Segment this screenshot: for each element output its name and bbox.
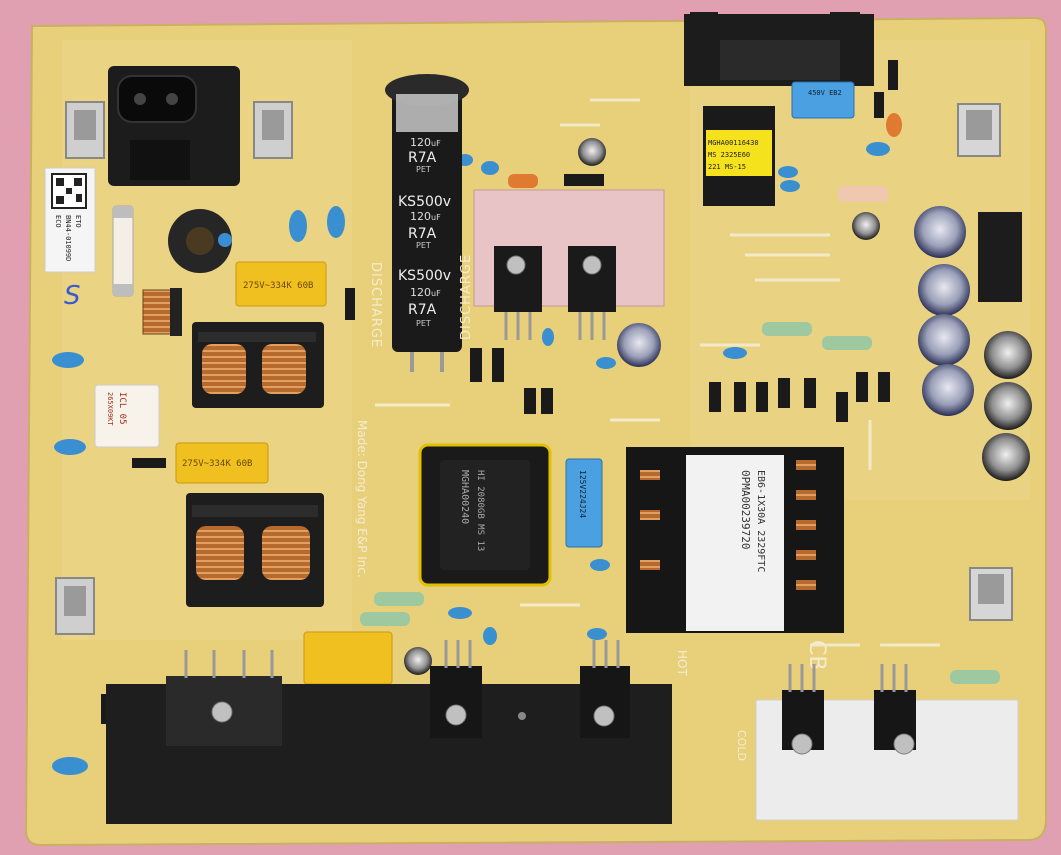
output-connector-right bbox=[978, 212, 1022, 302]
ceramic-capacitor-orange bbox=[508, 174, 538, 188]
ground-clip bbox=[957, 103, 1001, 157]
bulk-cap-capacitance-1: 120uF bbox=[410, 136, 441, 149]
ground-clip bbox=[253, 101, 293, 159]
bulk-cap-capacitance-3: 120uF bbox=[410, 286, 441, 299]
heatsink-primary bbox=[473, 189, 665, 340]
toroid-inductor bbox=[168, 209, 232, 273]
y-capacitor-yellow bbox=[303, 631, 393, 685]
ground-clip bbox=[55, 577, 95, 635]
ntc-thermistor bbox=[94, 384, 160, 448]
heatsink-secondary bbox=[755, 664, 1019, 821]
bulk-cap-code-1: R7A bbox=[408, 150, 437, 166]
x-capacitor bbox=[235, 261, 327, 307]
silkscreen-cold: COLD bbox=[735, 730, 748, 761]
handwritten-marker: S bbox=[64, 281, 81, 311]
qr-label-line1: BN44-01099D bbox=[64, 215, 72, 261]
film-capacitor-blue-marking: 450V EB2 bbox=[808, 89, 842, 97]
silkscreen-cb: CB bbox=[804, 640, 829, 670]
diodes bbox=[101, 60, 898, 724]
silkscreen-hot: HOT bbox=[675, 650, 689, 676]
x-capacitor-marking: 275V~334K 60B bbox=[243, 281, 313, 291]
bulk-cap-code-2: R7A bbox=[408, 226, 437, 242]
qr-label-line3: ECO bbox=[54, 215, 62, 228]
relay-marking-3: 221 MS-15 bbox=[708, 163, 746, 171]
llc-transformer-marking-1: 0PMA00239720 bbox=[739, 470, 752, 549]
ceramic-capacitors bbox=[52, 142, 890, 775]
heatsink-bfp bbox=[106, 640, 672, 824]
bulk-cap-voltage-1: KS500v bbox=[398, 194, 451, 210]
bulk-cap-material-1: PET bbox=[416, 165, 431, 174]
llc-transformer-marking-2: EB6-1X30A 2329FTC bbox=[755, 470, 766, 572]
x-capacitor-marking: 275V~334K 60B bbox=[182, 459, 252, 469]
resistors bbox=[360, 186, 1000, 684]
ntc-marking-1: ICL 05 bbox=[117, 392, 127, 425]
llc-transformer bbox=[626, 447, 844, 633]
silkscreen-maker: Made: Dong Yang E&P Inc. bbox=[355, 420, 369, 578]
main-transformer bbox=[418, 443, 552, 587]
relay-marking-2: MS 2325E60 bbox=[708, 151, 750, 159]
main-transformer-marking-1: MGHA00240 bbox=[459, 470, 470, 524]
output-connector bbox=[684, 12, 874, 86]
film-capacitor-blue-mid-marking: 125V224J24 bbox=[578, 470, 587, 518]
film-capacitor-blue bbox=[565, 458, 603, 548]
silkscreen-discharge-left: DISCHARGE bbox=[368, 262, 383, 348]
relay bbox=[703, 106, 775, 206]
small-inductor bbox=[142, 288, 182, 336]
bulk-cap-material-3: PET bbox=[416, 319, 431, 328]
x-capacitor bbox=[175, 442, 269, 484]
bulk-cap-voltage-2: KS500v bbox=[398, 268, 451, 284]
common-mode-choke bbox=[192, 322, 324, 408]
silkscreen-lines bbox=[375, 98, 940, 647]
electrolytic-capacitor bbox=[404, 138, 880, 675]
film-capacitor-blue bbox=[791, 81, 855, 119]
ntc-marking-2: 265X09KT bbox=[106, 392, 114, 427]
bulk-cap-capacitance-2: 120uF bbox=[410, 210, 441, 223]
common-mode-choke bbox=[186, 493, 324, 607]
bulk-electrolytic-capacitor bbox=[385, 74, 469, 372]
ceramic-capacitor-orange bbox=[886, 113, 902, 137]
qr-label-sticker bbox=[44, 167, 96, 273]
ac-power-inlet bbox=[108, 66, 240, 186]
relay-marking-1: MGHA00116430 bbox=[708, 139, 759, 147]
silkscreen-discharge-right: DISCHARGE bbox=[459, 254, 474, 340]
main-transformer-marking-2: HI 2080GB MS 13 bbox=[475, 470, 485, 551]
ground-clip bbox=[969, 567, 1013, 621]
qr-label-line2: ETO bbox=[74, 215, 82, 228]
ground-clip bbox=[65, 101, 105, 159]
bulk-cap-material-2: PET bbox=[416, 241, 431, 250]
bulk-cap-code-3: R7A bbox=[408, 302, 437, 318]
glass-fuse bbox=[112, 205, 134, 297]
output-capacitors bbox=[914, 206, 1032, 481]
